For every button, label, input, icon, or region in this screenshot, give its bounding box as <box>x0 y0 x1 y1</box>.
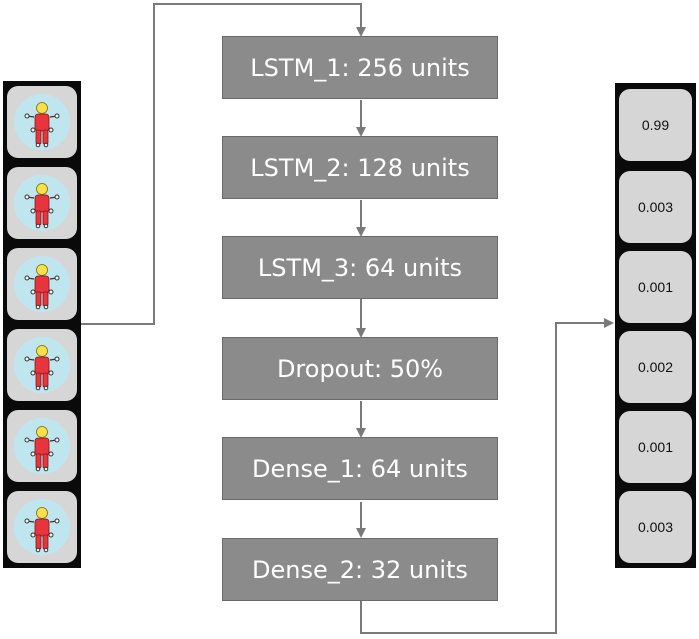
output-probability-cell: 0.003 <box>619 171 692 243</box>
layer-label: LSTM_1: 256 units <box>250 53 470 82</box>
input-frame-cell <box>7 248 77 320</box>
person-pose-icon <box>14 256 70 312</box>
input-frame-cell <box>7 410 77 482</box>
input-frame-sequence <box>3 81 81 568</box>
dense2-to-output-arrow <box>360 318 614 634</box>
input-frame-cell <box>7 167 77 239</box>
input-frame-cell <box>7 86 77 158</box>
layer-box-2: LSTM_2: 128 units <box>222 136 498 199</box>
layer-label: Dropout: 50% <box>276 354 444 383</box>
probability-value: 0.99 <box>641 117 670 133</box>
layer-box-6: Dense_2: 32 units <box>222 538 498 601</box>
probability-value: 0.002 <box>637 359 674 375</box>
layer-box-5: Dense_1: 64 units <box>222 437 498 500</box>
input-frame-cell <box>7 491 77 563</box>
probability-value: 0.001 <box>637 279 674 295</box>
probability-value: 0.003 <box>637 519 674 535</box>
output-probability-cell: 0.001 <box>619 251 692 323</box>
person-pose-icon <box>14 499 70 555</box>
output-probability-cell: 0.002 <box>619 331 692 403</box>
probability-value: 0.003 <box>637 199 674 215</box>
person-pose-icon <box>14 175 70 231</box>
output-probability-cell: 0.001 <box>619 411 692 483</box>
input-frame-cell <box>7 329 77 401</box>
probability-value: 0.001 <box>637 439 674 455</box>
input-to-lstm1-arrow <box>81 3 366 325</box>
layer-box-4: Dropout: 50% <box>222 337 498 400</box>
layer-label: Dense_2: 32 units <box>252 555 468 584</box>
person-pose-icon <box>14 337 70 393</box>
output-probability-cell: 0.003 <box>619 491 692 563</box>
layer-box-3: LSTM_3: 64 units <box>222 236 498 299</box>
layer-label: LSTM_2: 128 units <box>250 153 470 182</box>
output-probability-column: 0.99 0.003 0.001 0.002 0.001 0.003 <box>615 83 696 568</box>
layer-box-1: LSTM_1: 256 units <box>222 36 498 99</box>
layer-label: Dense_1: 64 units <box>252 454 468 483</box>
person-pose-icon <box>14 94 70 150</box>
person-pose-icon <box>14 418 70 474</box>
output-probability-cell: 0.99 <box>619 89 692 161</box>
layer-label: LSTM_3: 64 units <box>257 253 463 282</box>
